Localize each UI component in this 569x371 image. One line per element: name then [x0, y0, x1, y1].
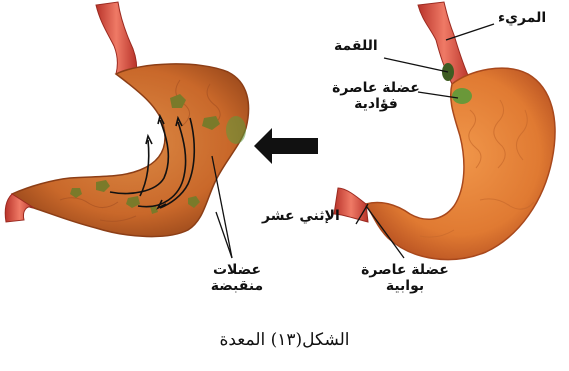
label-bolus: اللقمة: [334, 38, 378, 54]
cardiac-sphincter-green: [452, 88, 472, 104]
label-contracting-muscles-line2: منقبضة: [200, 278, 274, 294]
transition-arrow: [254, 128, 318, 164]
label-contracting-muscles-line1: عضلات: [200, 262, 274, 278]
label-duodenum: الإثني عشر: [262, 208, 340, 224]
left-stomach-body: [12, 64, 249, 237]
label-pyloric-sphincter: عضلة عاصرة بوابية: [350, 262, 460, 294]
label-contracting-muscles: عضلات منقبضة: [200, 262, 274, 294]
green-contraction-zone: [226, 116, 246, 144]
figure-caption: الشكل(١٣) المعدة: [0, 330, 569, 350]
label-cardiac-sphincter-line1: عضلة عاصرة: [326, 80, 426, 96]
label-esophagus: المريء: [498, 10, 546, 26]
label-cardiac-sphincter-line2: فؤادية: [326, 96, 426, 112]
left-stomach: [5, 2, 248, 237]
label-pyloric-sphincter-line1: عضلة عاصرة: [350, 262, 460, 278]
label-cardiac-sphincter: عضلة عاصرة فؤادية: [326, 80, 426, 112]
left-esophagus: [96, 2, 137, 78]
label-pyloric-sphincter-line2: بوابية: [350, 278, 460, 294]
